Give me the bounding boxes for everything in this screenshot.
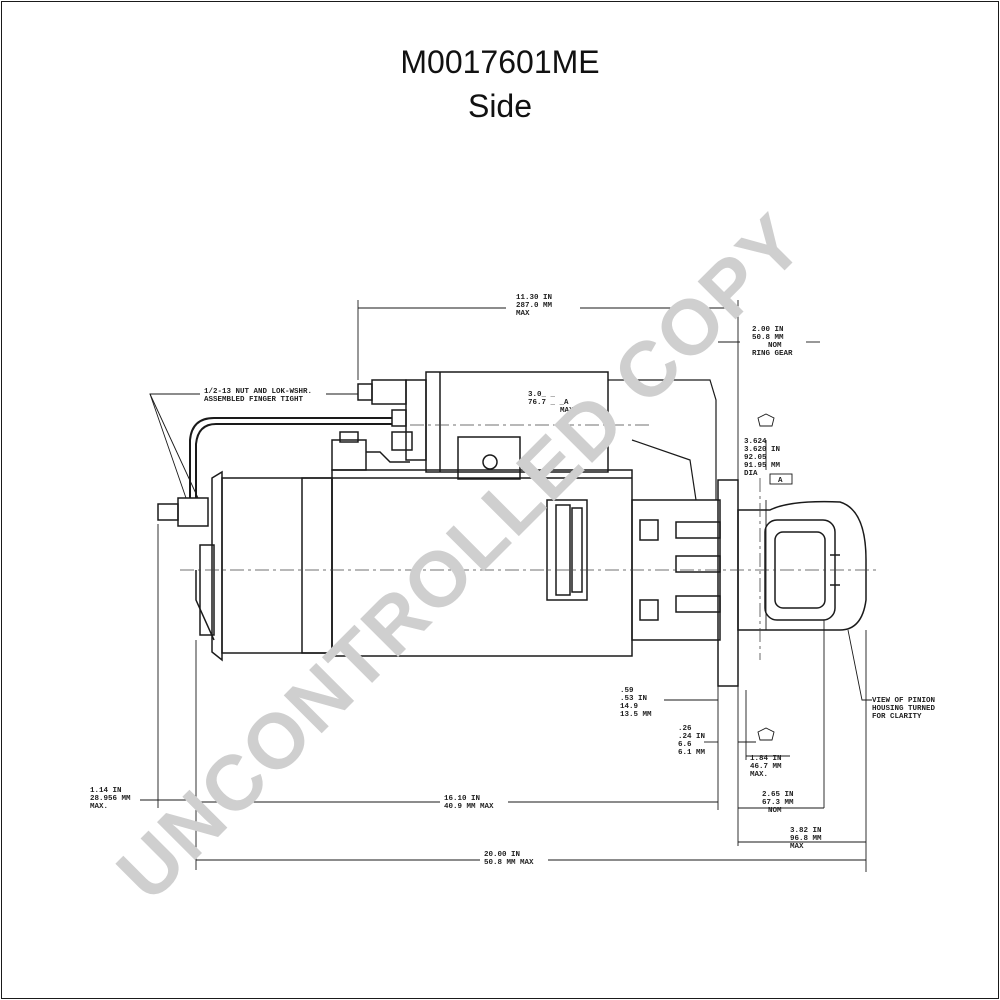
- view-subtitle: Side: [467, 88, 533, 124]
- dim-265-1: 2.65 IN: [762, 791, 794, 799]
- pinion-note-1: VIEW OF PINION: [872, 697, 935, 705]
- pinion-note-3: FOR CLARITY: [872, 713, 922, 721]
- part-number-title: M0017601ME: [400, 44, 600, 80]
- dim-184-2: 46.7 MM: [750, 763, 782, 771]
- dim-1610-1: 16.10 IN: [444, 795, 480, 803]
- offset-26-3: 6.6: [678, 741, 692, 749]
- dim-2000-2: 50.8 MM MAX: [484, 859, 534, 867]
- offset-26-4: 6.1 MM: [678, 749, 706, 757]
- dim-382-3: MAX: [790, 843, 804, 851]
- dim-ring-gear-4: RING GEAR: [752, 350, 793, 358]
- center-lines: [180, 424, 880, 660]
- dim-184-1: 1.84 IN: [750, 755, 782, 763]
- nut-note-2: ASSEMBLED FINGER TIGHT: [204, 396, 304, 404]
- dim-ring-gear-1: 2.00 IN: [752, 326, 784, 334]
- dimension-labels: 11.30 IN 287.0 MM MAX 2.00 IN 50.8 MM NO…: [90, 294, 936, 867]
- offset-59-2: .53 IN: [620, 695, 647, 703]
- offset-59-3: 14.9: [620, 703, 639, 711]
- flange-dia-2: 3.620 IN: [744, 446, 780, 454]
- flange-dia-1: 3.624: [744, 438, 767, 446]
- offset-59-1: .59: [620, 687, 634, 695]
- dim-382-1: 3.82 IN: [790, 827, 822, 835]
- dim-top-length-3: MAX: [516, 310, 530, 318]
- dim-114-1: 1.14 IN: [90, 787, 122, 795]
- dim-top-length-1: 11.30 IN: [516, 294, 552, 302]
- flange-dia-5: DIA: [744, 470, 758, 478]
- dim-ring-gear-3: NOM: [768, 342, 782, 350]
- solenoid-dia-3: MAX: [560, 407, 574, 415]
- offset-59-4: 13.5 MM: [620, 711, 652, 719]
- flange-dia-3: 92.05: [744, 454, 767, 462]
- nut-note-1: 1/2-13 NUT AND LOK-WSHR.: [204, 388, 312, 396]
- dim-382-2: 96.8 MM: [790, 835, 822, 843]
- dim-114-3: MAX.: [90, 803, 108, 811]
- offset-26-2: .24 IN: [678, 733, 705, 741]
- datum-a-label: A: [778, 477, 783, 485]
- dimension-lines: [140, 300, 872, 872]
- dim-top-length-2: 287.0 MM: [516, 302, 553, 310]
- solenoid-dia-2: 76.7 _ _A: [528, 399, 569, 407]
- dim-265-3: NOM: [768, 807, 782, 815]
- flange-dia-4: 91.95 MM: [744, 462, 781, 470]
- offset-26-1: .26: [678, 725, 692, 733]
- dim-184-3: MAX.: [750, 771, 768, 779]
- solenoid-dia-1: 3.0_ _: [528, 391, 556, 399]
- dim-ring-gear-2: 50.8 MM: [752, 334, 784, 342]
- dim-265-2: 67.3 MM: [762, 799, 794, 807]
- dim-114-2: 28.956 MM: [90, 795, 131, 803]
- dim-2000-1: 20.00 IN: [484, 851, 520, 859]
- pinion-note-2: HOUSING TURNED: [872, 705, 936, 713]
- dim-1610-2: 40.9 MM MAX: [444, 803, 494, 811]
